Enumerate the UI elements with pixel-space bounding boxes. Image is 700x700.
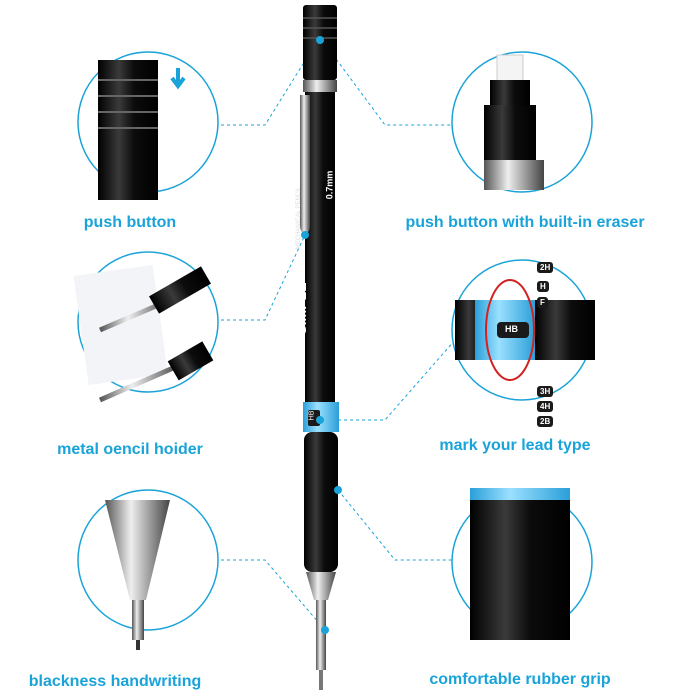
grade-4h: 4H: [537, 401, 554, 412]
eraser-detail: [484, 54, 544, 190]
label-push-button: push button: [83, 214, 177, 231]
label-eraser: push button with built-in eraser: [405, 214, 645, 231]
marker-dots: [301, 36, 342, 634]
rotate-arrow-icon: [485, 279, 535, 381]
grade-hb: HB: [505, 324, 518, 334]
arrow-down-icon: [170, 68, 186, 90]
push-button-detail: [98, 60, 186, 200]
label-handwriting: blackness handwriting: [28, 673, 202, 690]
label-holder: metal oencil hoider: [57, 441, 203, 458]
label-lead-type: mark your lead type: [439, 437, 591, 454]
grade-3h: 3H: [537, 386, 554, 397]
grade-h: H: [537, 281, 549, 292]
grip-detail: [470, 488, 570, 640]
lead-type-detail: [455, 279, 595, 381]
pen-size-text: 0.7mm: [324, 170, 335, 200]
pen-brand-text: SIMPLE: [293, 281, 310, 335]
connector-lines: [215, 39, 456, 631]
grade-2b: 2B: [537, 416, 554, 427]
tip-detail: [105, 500, 170, 650]
grade-2h: 2H: [537, 262, 554, 273]
clip-detail: [73, 264, 214, 403]
pen-grade-window: HB: [308, 410, 316, 421]
pen-model-text: MECHANICAL PENCIL: [296, 186, 303, 250]
pencil: [300, 5, 339, 690]
grade-f: F: [537, 297, 548, 308]
label-grip: comfortable rubber grip: [429, 671, 611, 688]
